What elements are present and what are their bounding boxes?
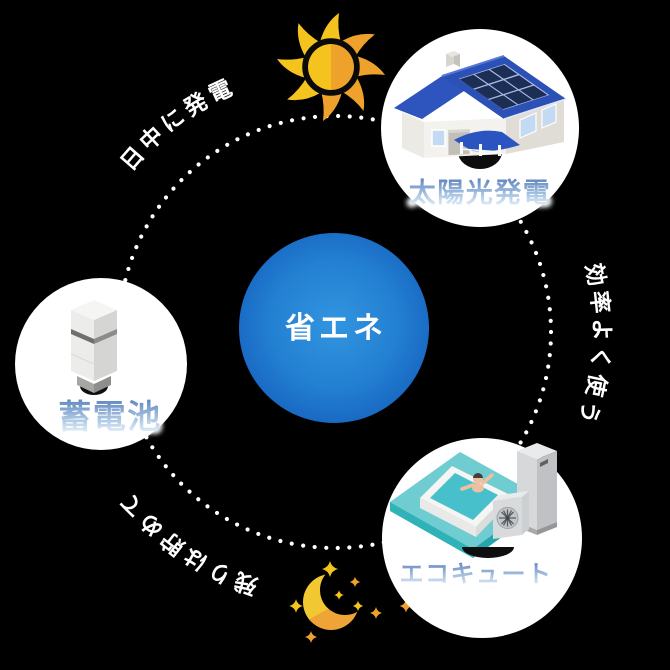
sun-icon	[277, 13, 385, 121]
node-label-ecocute: エコキュート	[400, 561, 553, 588]
arc-text-store-remainder: 残りは貯めて	[113, 485, 261, 600]
node-battery: 蓄電池	[15, 278, 187, 450]
solar-house-icon	[394, 51, 567, 169]
node-label-battery: 蓄電池	[58, 398, 162, 435]
center-label: 省エネ	[285, 312, 387, 345]
arc-label-daytime: 日中に発電	[116, 73, 236, 175]
arc-label-store: 残りは貯めて	[113, 485, 256, 600]
node-label-solar: 太陽光発電	[409, 178, 552, 208]
battery-unit-icon	[70, 300, 117, 395]
arc-label-efficient: 効率よく使う	[572, 261, 610, 431]
dotted-cycle-circle	[116, 113, 554, 551]
node-solar: 太陽光発電	[381, 29, 579, 227]
center-circle	[239, 233, 429, 423]
ecocute-bath-icon	[390, 443, 557, 558]
arc-text-daytime-generation: 日中に発電	[116, 73, 240, 175]
center-node: 省エネ	[239, 233, 429, 423]
arc-text-efficient-use: 効率よく使う	[572, 261, 614, 431]
node-ecocute: エコキュート	[382, 438, 582, 638]
